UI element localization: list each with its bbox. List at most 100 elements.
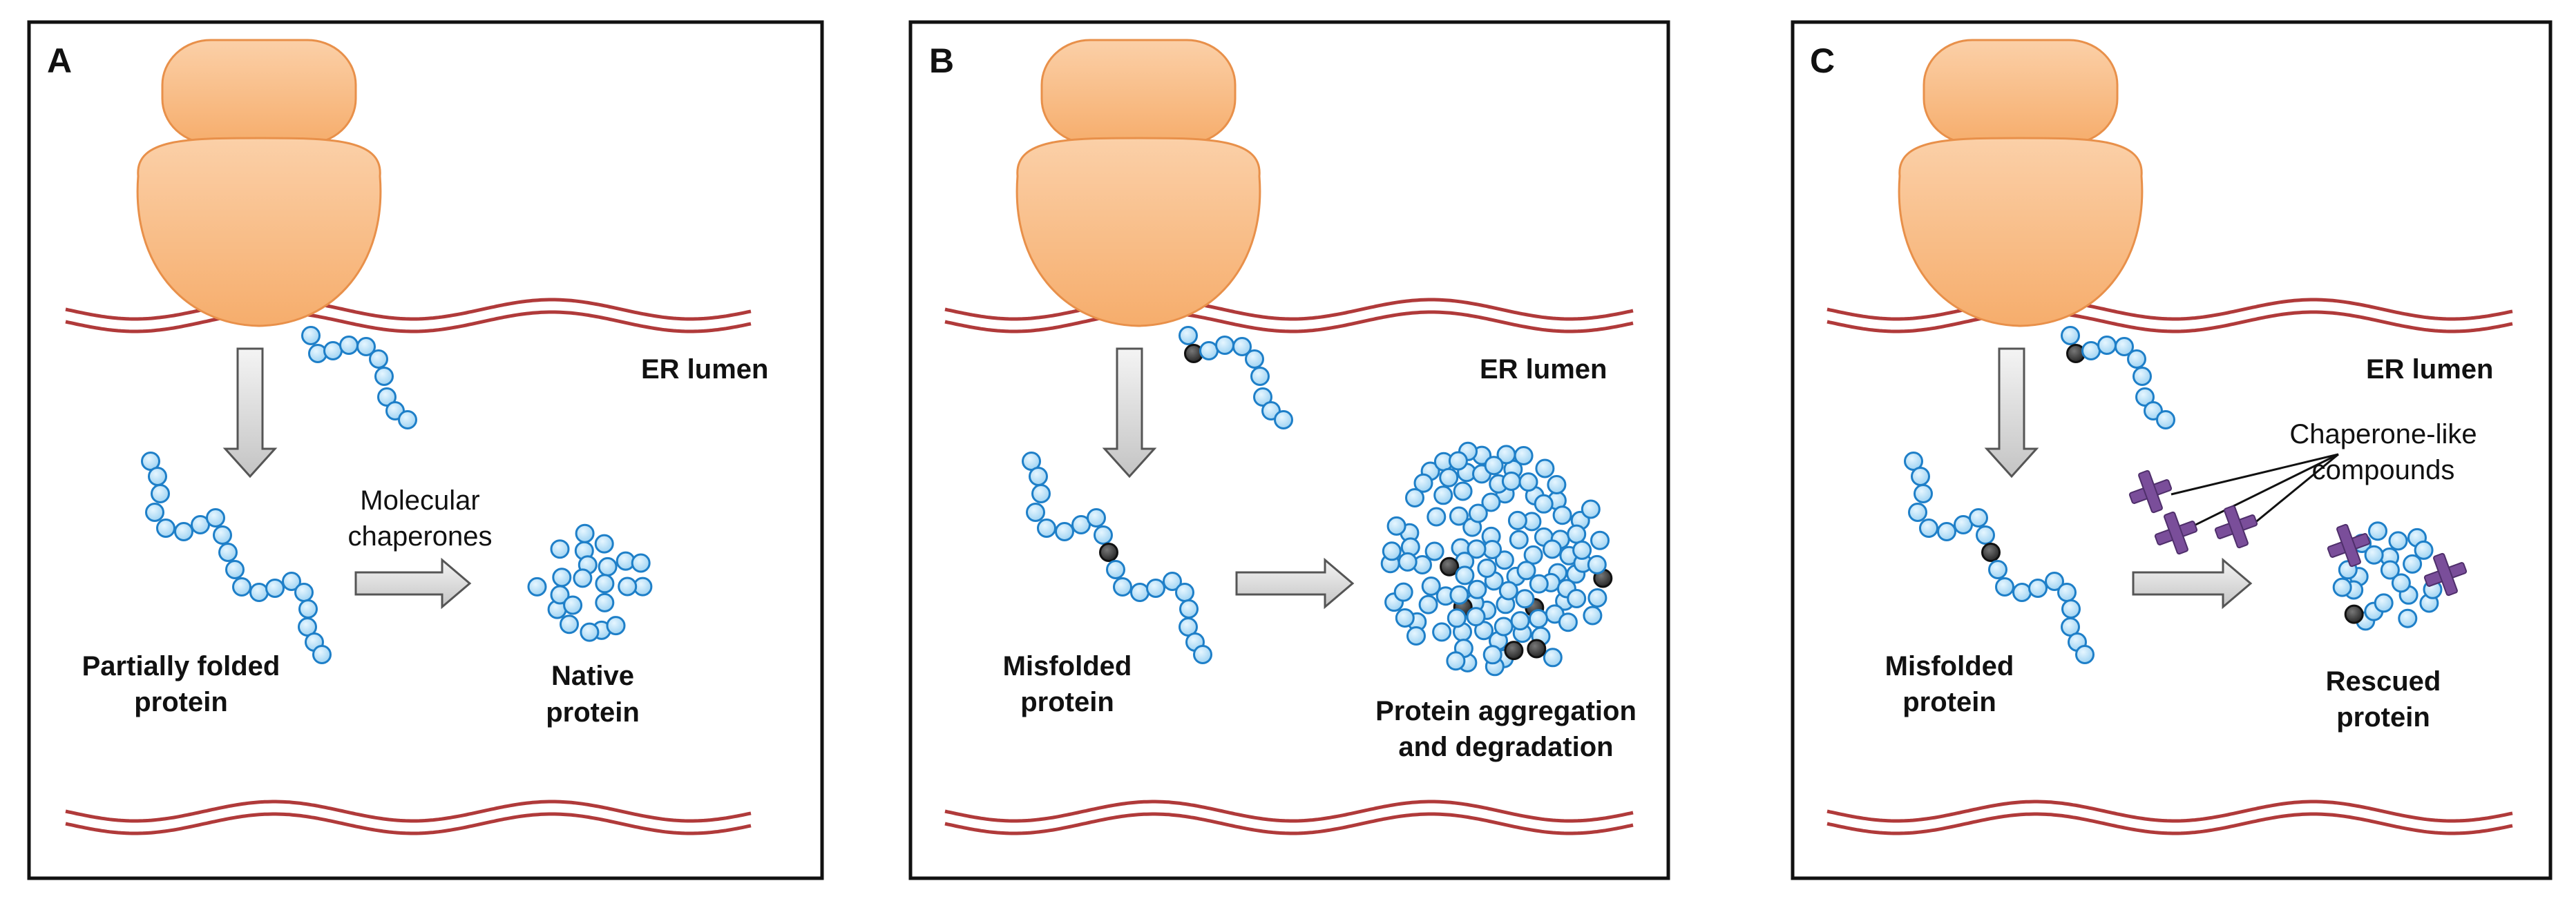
amino-acid-bead xyxy=(2012,583,2032,602)
misfolded-residue xyxy=(1099,543,1118,562)
amino-acid-bead xyxy=(1498,581,1518,601)
er-lumen-label: ER lumen xyxy=(641,354,768,385)
ribosome-large-subunit xyxy=(136,137,382,327)
amino-acid-bead xyxy=(1393,582,1413,602)
amino-acid-bead xyxy=(232,577,251,597)
amino-acid-bead xyxy=(550,539,570,559)
panel-c: C ER lumen Misfolded protein Chaperone-l… xyxy=(1791,20,2553,880)
amino-acid-bead xyxy=(249,583,269,602)
amino-acid-bead xyxy=(1405,488,1424,507)
amino-acid-bead xyxy=(1087,508,1106,527)
aggregation-arrow xyxy=(1235,557,1355,610)
misfolded-label: Misfolded xyxy=(1003,651,1132,681)
amino-acid-bead xyxy=(1106,560,1125,579)
amino-acid-bead xyxy=(1199,341,1219,360)
compound-pointer-lines xyxy=(2170,453,2339,533)
arrow-shape xyxy=(354,557,472,610)
molecular-chaperones-label-2: chaperones xyxy=(347,521,492,552)
amino-acid-bead xyxy=(1509,530,1529,550)
er-lumen-label: ER lumen xyxy=(1480,354,1607,385)
panel-b: B ER lumen Misfolded protein Protein agg… xyxy=(908,20,1670,880)
membrane-line xyxy=(944,800,1634,823)
nascent-chain xyxy=(1179,326,1293,429)
amino-acid-bead xyxy=(618,577,638,597)
arrow-shape xyxy=(1102,347,1157,478)
amino-acid-bead xyxy=(1510,611,1530,631)
misfolded-residue xyxy=(1527,639,1547,659)
er-membrane-bottom xyxy=(65,800,752,835)
amino-acid-bead xyxy=(1587,588,1607,608)
amino-acid-bead xyxy=(225,560,245,579)
bound-compound xyxy=(2423,552,2468,597)
amino-acid-bead xyxy=(2081,341,2101,360)
ribosome-large-subunit xyxy=(1898,137,2144,327)
amino-acid-bead xyxy=(294,583,314,602)
amino-acid-bead xyxy=(1175,583,1194,602)
amino-acid-bead xyxy=(1163,572,1182,591)
cross-shape xyxy=(2128,469,2173,514)
amino-acid-bead xyxy=(2391,573,2411,593)
misfolded-label-2: protein xyxy=(1902,687,1996,717)
amino-acid-bead xyxy=(1026,503,1045,522)
amino-acid-bead xyxy=(218,543,238,562)
cross-bar xyxy=(2336,523,2361,568)
partially-folded-label-2: protein xyxy=(134,687,228,717)
amino-acid-bead xyxy=(1037,519,1056,538)
amino-acid-bead xyxy=(1535,458,1555,478)
amino-acid-bead xyxy=(1516,561,1536,581)
amino-acid-bead xyxy=(2368,521,2387,541)
amino-acid-bead xyxy=(2156,410,2175,429)
amino-acid-bead xyxy=(1534,494,1554,514)
amino-acid-bead xyxy=(1179,599,1199,619)
amino-acid-bead xyxy=(595,574,615,594)
amino-acid-bead xyxy=(2133,367,2152,386)
amino-acid-bead xyxy=(1432,622,1452,642)
amino-acid-bead xyxy=(560,614,579,635)
amino-acid-bead xyxy=(356,337,376,356)
amino-acid-bead xyxy=(1453,481,1473,501)
amino-acid-bead xyxy=(156,519,175,538)
amino-acid-bead xyxy=(1446,651,1466,671)
amino-acid-bead xyxy=(282,572,301,591)
amino-acid-bead xyxy=(398,410,417,429)
er-membrane-top xyxy=(944,298,1634,333)
ribosome xyxy=(136,39,382,327)
amino-acid-bead xyxy=(1552,505,1572,525)
arrow-shape xyxy=(1235,557,1355,610)
misfolded-label: Misfolded xyxy=(1885,651,2014,681)
amino-acid-bead xyxy=(1543,539,1562,559)
er-membrane-top xyxy=(65,298,752,333)
amino-acid-bead xyxy=(151,484,170,503)
misfolded-residue xyxy=(1440,556,1460,577)
amino-acid-bead xyxy=(1031,484,1051,503)
amino-acid-bead xyxy=(1449,585,1469,605)
amino-acid-bead xyxy=(2061,326,2080,345)
amino-acid-bead xyxy=(1215,336,1234,355)
amino-acid-bead xyxy=(1484,456,1504,476)
arrow-shape xyxy=(2132,557,2253,610)
amino-acid-bead xyxy=(1250,367,1270,386)
amino-acid-bead xyxy=(145,503,164,522)
amino-acid-bead xyxy=(312,645,332,664)
membrane-line xyxy=(944,812,1634,835)
amino-acid-bead xyxy=(377,387,397,407)
amino-acid-bead xyxy=(1439,467,1459,487)
membrane-line xyxy=(1826,298,2513,321)
misfolded-residue xyxy=(1504,641,1524,661)
amino-acid-bead xyxy=(1245,349,1264,369)
amino-acid-bead xyxy=(1179,326,1198,345)
amino-acid-bead xyxy=(1572,540,1592,560)
amino-acid-bead xyxy=(1455,565,1475,585)
misfolded-residue xyxy=(1981,543,2001,562)
amino-acid-bead xyxy=(374,367,394,386)
aggregation-label: Protein aggregation xyxy=(1375,696,1637,726)
amino-acid-bead xyxy=(1146,579,1165,598)
chaperone-like-label: Chaperone-like xyxy=(2289,419,2477,449)
amino-acid-bead xyxy=(594,534,614,554)
amino-acid-bead xyxy=(575,523,595,543)
er-membrane-bottom xyxy=(944,800,1634,835)
amino-acid-bead xyxy=(1395,608,1415,628)
amino-acid-bead xyxy=(1908,503,1927,522)
amino-acid-bead xyxy=(1421,577,1441,596)
